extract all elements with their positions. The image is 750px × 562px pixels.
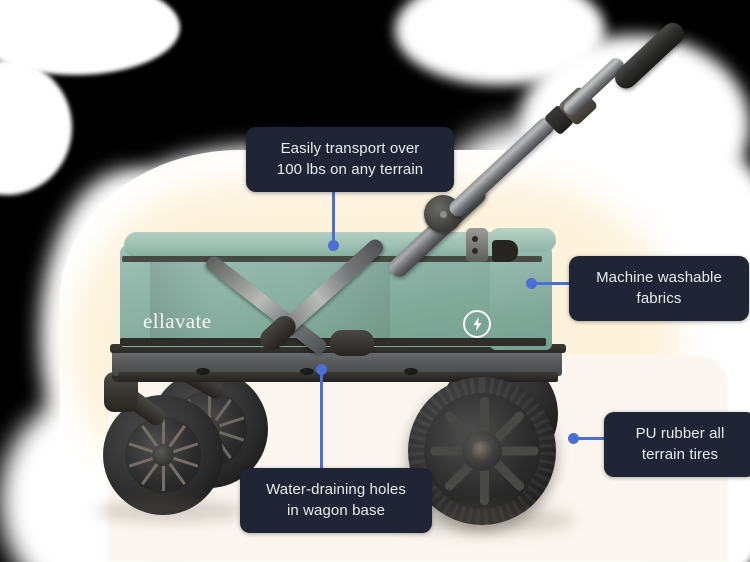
lightning-bolt-icon — [463, 310, 491, 338]
handle-mount-bolt — [472, 236, 478, 242]
callout-dot-tires — [568, 433, 579, 444]
x-frame-joint-lower — [330, 330, 374, 356]
rear-wheel-hub-cap — [472, 441, 492, 461]
callout-leader-drainage — [320, 372, 323, 470]
rear-frame-hook — [492, 240, 518, 262]
handle-mount-bracket — [466, 228, 488, 262]
wagon-base-underframe — [118, 372, 558, 382]
handle-mid-tube — [446, 114, 558, 220]
ground-shadow — [95, 500, 245, 522]
brand-logo: ellavate — [143, 309, 212, 333]
callout-transport[interactable]: Easily transport over 100 lbs on any ter… — [246, 127, 454, 192]
handle-pivot-bolt — [440, 211, 447, 218]
callout-leader-transport — [332, 172, 335, 246]
callout-leader-tires — [573, 437, 615, 440]
lightning-bolt-glyph — [473, 317, 481, 331]
front-caster-spokes-near — [125, 417, 201, 493]
fabric-fold-shade — [150, 262, 210, 340]
drain-hole — [300, 368, 314, 375]
front-caster-hub-near — [152, 444, 174, 466]
drain-hole — [404, 368, 418, 375]
fabric-webbing-strap — [122, 256, 542, 262]
rear-wheel-spokes — [424, 393, 540, 509]
drain-hole — [196, 368, 210, 375]
callout-tires[interactable]: PU rubber all terrain tires — [604, 412, 750, 477]
callout-drainage[interactable]: Water-draining holes in wagon base — [240, 468, 432, 533]
callout-dot-fabrics — [526, 278, 537, 289]
callout-dot-transport — [328, 240, 339, 251]
callout-fabrics[interactable]: Machine washable fabrics — [569, 256, 749, 321]
callout-dot-drainage — [316, 364, 327, 375]
handle-foam-grip — [610, 18, 689, 94]
callout-leader-fabrics — [530, 282, 582, 285]
handle-mount-bolt — [472, 248, 478, 254]
